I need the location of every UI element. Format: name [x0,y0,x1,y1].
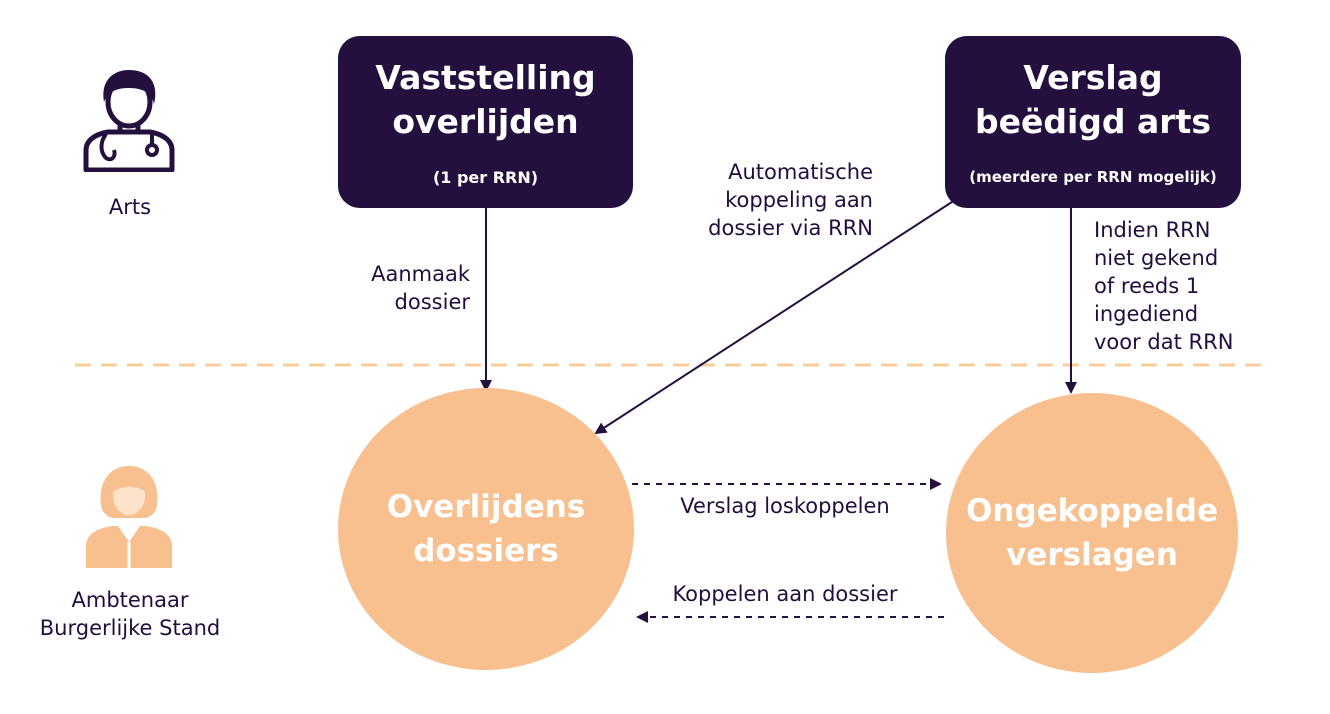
box-vaststelling-title-line2: overlijden [392,102,579,141]
circle-overlijdens-dossiers: Overlijdens dossiers [338,388,634,670]
doctor-icon [83,70,175,172]
edge-indien-line3: of reeds 1 [1094,274,1200,298]
edge-indien-line5: voor dat RRN [1094,330,1234,354]
edge-label-koppelen: Koppelen aan dossier [672,582,898,606]
role-label-ambtenaar-line2: Burgerlijke Stand [39,616,221,640]
edge-automatisch-line1: Automatische [728,160,873,184]
edge-label-indien-rrn: Indien RRN niet gekend of reeds 1 ingedi… [1094,216,1294,356]
box-vaststelling-title-line1: Vaststelling [375,58,596,97]
arrow-automatische-koppeling [594,199,956,435]
edge-automatisch-line3: dossier via RRN [708,216,873,240]
role-label-ambtenaar-line1: Ambtenaar [71,588,189,612]
circle-ongekoppeld-line2: verslagen [1006,537,1178,573]
circle-dossiers-line2: dossiers [413,533,559,569]
role-label-arts: Arts [108,195,152,219]
edge-label-automatische-koppeling: Automatische koppeling aan dossier via R… [655,158,873,242]
circle-dossiers-line1: Overlijdens [386,489,586,525]
box-vaststelling-subtitle: (1 per RRN) [432,168,539,187]
edge-automatisch-line2: koppeling aan [725,188,873,212]
circle-ongekoppelde-verslagen: Ongekoppelde verslagen [946,393,1238,673]
box-verslag-subtitle: (meerdere per RRN mogelijk) [969,168,1217,186]
edge-label-loskoppelen: Verslag loskoppelen [680,494,890,518]
edge-label-aanmaak-dossier: Aanmaak dossier [330,260,470,316]
edge-aanmaak-line1: Aanmaak [371,262,470,286]
box-verslag-title-line2: beëdigd arts [974,102,1211,141]
edge-aanmaak-line2: dossier [394,290,470,314]
circle-ongekoppeld-line1: Ongekoppelde [966,493,1218,529]
box-verslag-beedigd-arts: Verslag beëdigd arts (meerdere per RRN m… [945,36,1241,208]
box-vaststelling-overlijden: Vaststelling overlijden (1 per RRN) [338,36,633,208]
box-verslag-title-line1: Verslag [1023,58,1163,97]
edge-indien-line4: ingediend [1094,302,1199,326]
edge-indien-line1: Indien RRN [1094,218,1211,242]
edge-indien-line2: niet gekend [1094,246,1219,270]
role-label-ambtenaar: Ambtenaar Burgerlijke Stand [30,586,230,642]
civil-servant-icon [86,466,172,568]
